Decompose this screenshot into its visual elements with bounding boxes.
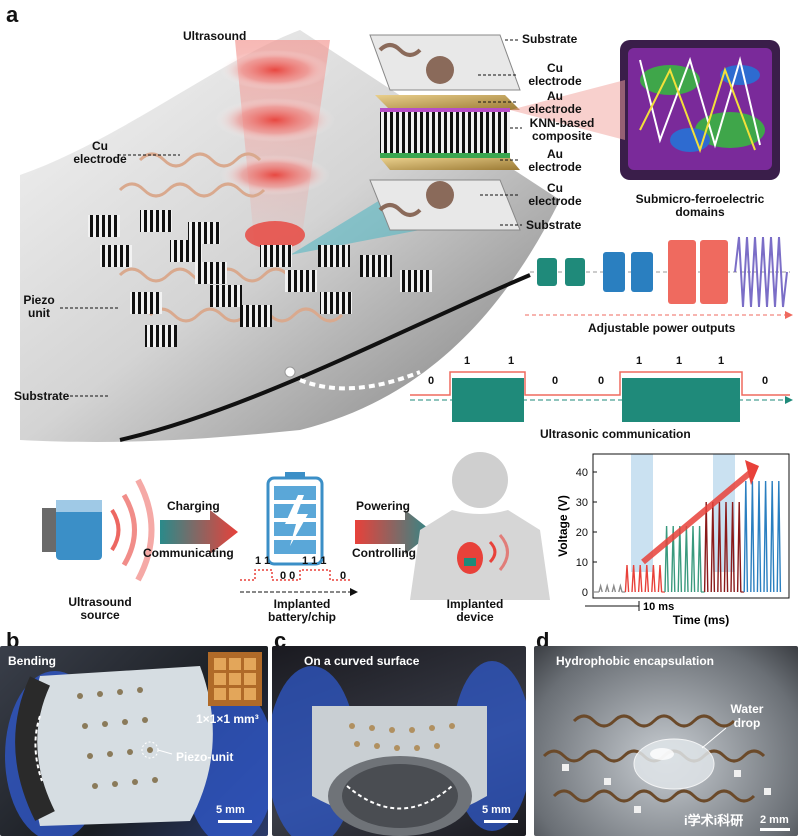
spike-s0-3 — [618, 583, 623, 593]
spike-s2-2 — [677, 525, 683, 593]
photo-curved-surface: On a curved surface 5 mm — [272, 646, 526, 836]
highlight-band-1 — [631, 454, 653, 572]
label-substrate-bottom: Substrate — [526, 218, 582, 232]
y-tick-label-0: 0 — [582, 587, 588, 599]
y-axis-label: Voltage (V) — [556, 495, 570, 557]
ferroelectric-domains-tile — [620, 40, 780, 180]
battery-bits-c: 1 1 1 — [302, 555, 327, 567]
spike-s0-1 — [604, 583, 610, 593]
photo-bending: Bending 1×1×1 mm³ Piezo-unit 5 mm — [0, 646, 268, 836]
bit-8: 0 — [762, 375, 769, 387]
bit-7: 1 — [718, 355, 725, 367]
scale-c-text: 5 mm — [482, 804, 511, 816]
battery-bits-b: 0 0 — [280, 570, 296, 582]
piezo-unit-label: Piezo-unit — [176, 750, 234, 764]
layer-stack — [369, 34, 521, 231]
spike-s4-2 — [756, 480, 762, 593]
bit-3: 0 — [552, 375, 559, 387]
label-au-electrode-top: Au electrode — [528, 89, 582, 116]
bit-0: 0 — [428, 375, 435, 387]
battery-bits-a: 1 1 — [255, 555, 271, 567]
interval-label: 10 ms — [643, 601, 674, 613]
spike-s4-3 — [763, 480, 768, 593]
photo-hydrophobic: Hydrophobic encapsulation Water drop 2 m… — [534, 646, 798, 836]
label-cu-electrode-bottom: Cu electrode — [528, 181, 582, 208]
label-adjustable-power: Adjustable power outputs — [588, 321, 736, 335]
chart-frame — [592, 453, 790, 599]
x-axis-label: Time (ms) — [673, 613, 729, 627]
spike-s1-4 — [651, 564, 656, 593]
label-knn-composite: KNN-based composite — [529, 116, 595, 143]
spike-s0-2 — [611, 583, 617, 593]
spike-s1-3 — [644, 564, 650, 593]
trend-arrowhead — [745, 460, 759, 485]
power-output-waveforms — [525, 236, 793, 319]
workflow-illustration — [42, 452, 550, 600]
ultrasonic-comm-signal — [284, 366, 793, 422]
bit-4: 0 — [598, 375, 605, 387]
label-ultrasound: Ultrasound — [183, 29, 247, 43]
spike-s4-1 — [750, 480, 755, 593]
scale-b-text: 5 mm — [216, 804, 245, 816]
scale-c-bar — [484, 820, 518, 823]
label-powering: Powering — [356, 499, 411, 513]
scale-d-bar — [760, 828, 790, 831]
spike-s2-1 — [670, 525, 676, 593]
spike-s2-5 — [697, 525, 702, 593]
curved-surface-title: On a curved surface — [304, 654, 420, 668]
bit-1: 1 — [464, 355, 471, 367]
y-tick-label-1: 10 — [576, 557, 588, 569]
spike-s2-4 — [690, 525, 696, 593]
y-tick-label-3: 30 — [576, 497, 588, 509]
spike-s1-5 — [657, 564, 663, 593]
spike-s2-3 — [684, 525, 689, 593]
label-ultrasound-source: Ultrasound source — [68, 595, 132, 622]
piezo-array — [88, 210, 432, 347]
cube-size-label: 1×1×1 mm³ — [196, 712, 259, 726]
spike-s3-4 — [730, 501, 735, 593]
label-implanted-battery: Implanted battery/chip — [267, 597, 336, 624]
label-cu-electrode-top: Cu electrode — [528, 61, 582, 88]
spike-s1-2 — [637, 564, 643, 593]
label-domains: Submicro-ferroelectric domains — [635, 192, 765, 219]
label-ultrasonic-communication: Ultrasonic communication — [540, 427, 691, 441]
spike-s2-0 — [664, 525, 669, 593]
panel-a-illustration — [20, 30, 793, 442]
label-charging: Charging — [167, 499, 220, 513]
spike-s0-0 — [598, 583, 603, 593]
panel-a-letter: a — [6, 2, 19, 27]
spike-s3-0 — [703, 501, 709, 593]
trend-arrow — [641, 469, 753, 565]
hydrophobic-title: Hydrophobic encapsulation — [556, 654, 715, 668]
bit-2: 1 — [508, 355, 515, 367]
spike-s1-0 — [624, 564, 630, 593]
water-drop-label: Water drop — [730, 702, 764, 730]
label-substrate-top: Substrate — [522, 32, 578, 46]
bit-6: 1 — [676, 355, 683, 367]
label-piezo-unit: Piezo unit — [23, 293, 55, 320]
label-au-electrode-bottom: Au electrode — [528, 147, 582, 174]
spike-s4-4 — [769, 480, 775, 593]
label-cu-electrode-left: Cu electrode — [73, 139, 127, 166]
spike-s3-3 — [723, 501, 729, 593]
spike-s1-1 — [631, 564, 636, 593]
watermark: i学术i科研 — [684, 813, 744, 828]
spike-s3-5 — [736, 501, 742, 593]
y-tick-label-4: 40 — [576, 467, 588, 479]
y-tick-label-2: 20 — [576, 527, 588, 539]
bit-5: 1 — [636, 355, 643, 367]
scale-b-bar — [218, 820, 252, 823]
label-substrate-left: Substrate — [14, 389, 70, 403]
scale-d-text: 2 mm — [760, 814, 789, 826]
battery-bits-d: 0 — [340, 570, 347, 582]
spike-s4-0 — [743, 480, 749, 593]
label-communicating: Communicating — [143, 546, 234, 560]
spike-s4-5 — [776, 480, 782, 593]
label-controlling: Controlling — [352, 546, 416, 560]
bending-title: Bending — [8, 654, 56, 668]
label-implanted-device: Implanted device — [446, 597, 504, 624]
